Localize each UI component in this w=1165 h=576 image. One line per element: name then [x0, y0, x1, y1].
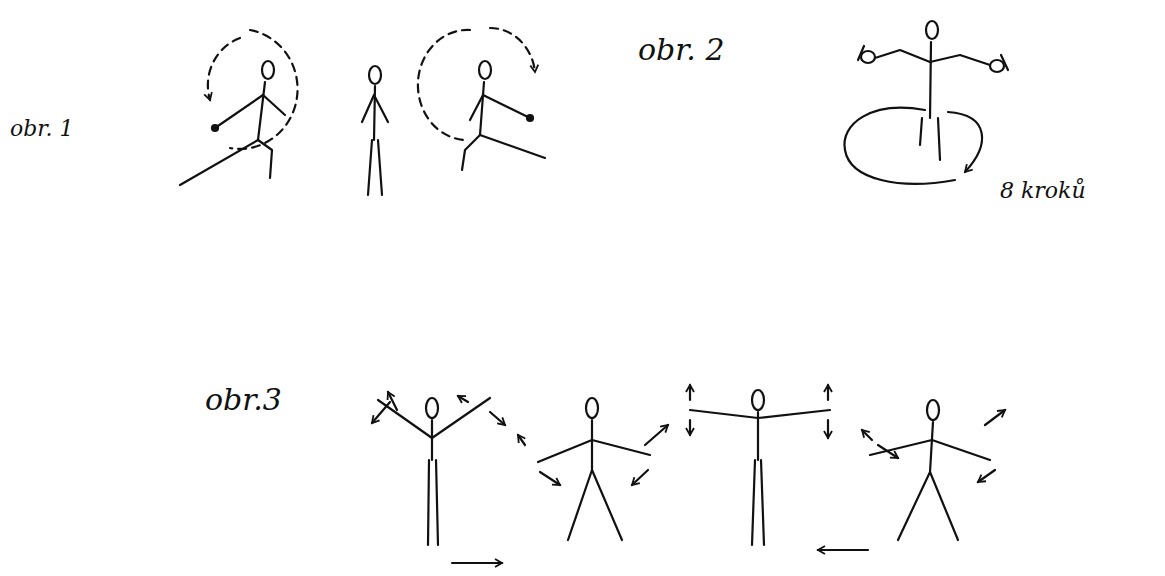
figure-label: obr.3 — [205, 385, 282, 415]
figure-label: 8 kroků — [1000, 180, 1086, 202]
figure-label: obr. 1 — [10, 118, 73, 140]
figure-label: obr. 2 — [638, 35, 724, 65]
